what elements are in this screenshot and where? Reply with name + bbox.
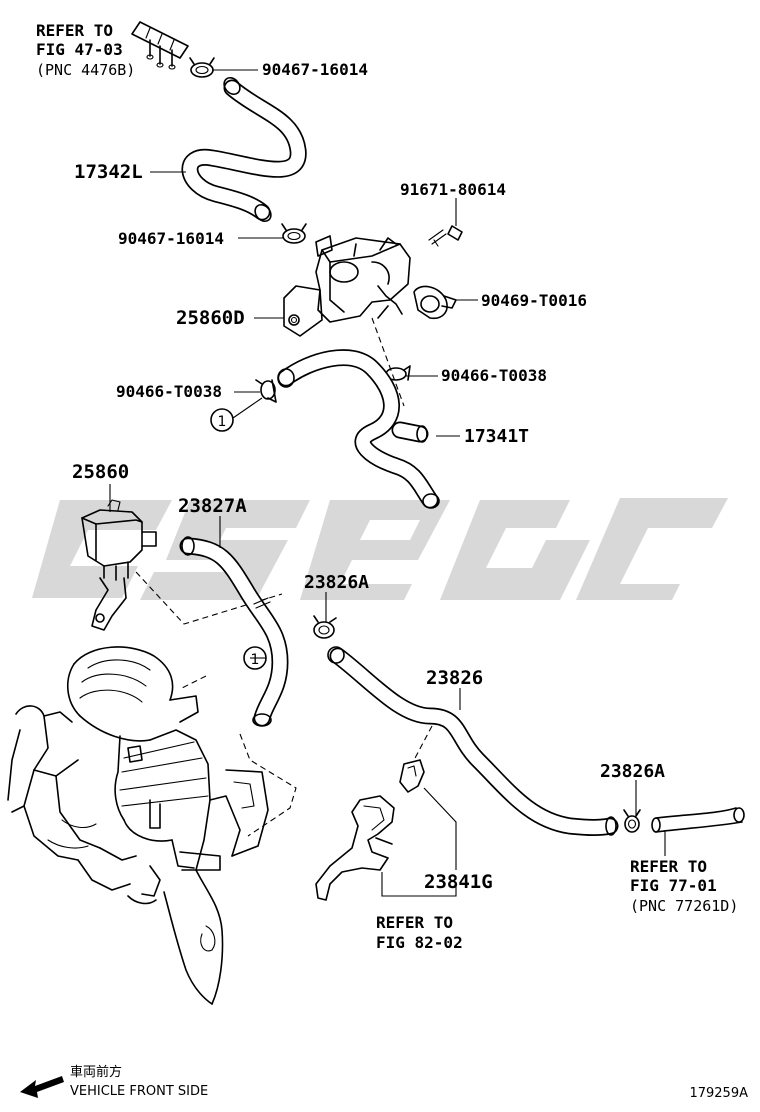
bracket-23841G <box>315 759 425 901</box>
illustration-number: 179259A <box>689 1086 748 1101</box>
clamp-90467-mid <box>281 223 307 244</box>
ref-47-line3: (PNC 4476B) <box>36 61 135 79</box>
vsv-25860D <box>283 235 411 337</box>
bolt-91671 <box>428 225 463 247</box>
label-clamp-top: 90467-16014 <box>262 60 368 79</box>
hose-17341T <box>277 349 440 509</box>
clamp-23826A-lower <box>623 809 641 833</box>
direction-jp: 車両前方 <box>70 1064 122 1080</box>
hose-23826 <box>327 646 619 836</box>
callout-number: 1 <box>251 652 260 668</box>
arrow-left-down-icon <box>20 1076 64 1098</box>
ref-77-line3: (PNC 77261D) <box>630 897 738 915</box>
ref-77-line1: REFER TO <box>630 857 707 876</box>
label-clip-left: 90466-T0038 <box>116 382 222 401</box>
callout-number: 1 <box>218 414 227 430</box>
label-bracket-23841G: 23841G <box>424 871 493 893</box>
label-clamp-mid: 90467-16014 <box>118 229 224 248</box>
top-connector <box>131 21 189 70</box>
label-clamp-a-upper: 23826A <box>304 572 369 593</box>
footer: 車両前方 VEHICLE FRONT SIDE 179259A <box>20 1064 748 1101</box>
clamp-90467-top <box>189 57 215 78</box>
watermark <box>32 498 728 600</box>
label-hose-23827A: 23827A <box>178 495 247 517</box>
ref-82-line2: FIG 82-02 <box>376 933 463 952</box>
label-bolt: 91671-80614 <box>400 180 506 199</box>
hose-23827A <box>179 536 289 727</box>
part-labels: REFER TO FIG 47-03 (PNC 4476B) 90467-160… <box>36 21 738 952</box>
callout-circle-lower: 1 <box>243 646 267 670</box>
label-vsv-25860: 25860 <box>72 461 129 483</box>
ref-47-line1: REFER TO <box>36 21 113 40</box>
hose-right-ref <box>651 807 745 833</box>
clamp-90469 <box>413 285 457 320</box>
label-hose-17342L: 17342L <box>74 161 143 183</box>
clip-90466-left <box>255 379 277 403</box>
ref-77-line2: FIG 77-01 <box>630 876 717 895</box>
label-vsv-25860D: 25860D <box>176 307 245 329</box>
label-clamp-a-lower: 23826A <box>600 761 665 782</box>
label-clamp-right: 90469-T0016 <box>481 291 587 310</box>
leader-lines <box>109 69 666 897</box>
hose-17342L <box>181 76 307 223</box>
engine-linework <box>7 646 269 1005</box>
ref-82-line1: REFER TO <box>376 913 453 932</box>
direction-en: VEHICLE FRONT SIDE <box>70 1084 208 1099</box>
clamp-23826A-upper <box>313 615 337 639</box>
callout-circle-upper: 1 <box>210 408 234 432</box>
label-clip-right: 90466-T0038 <box>441 366 547 385</box>
label-hose-17341T: 17341T <box>464 426 529 447</box>
label-hose-23826: 23826 <box>426 667 483 689</box>
ref-47-line2: FIG 47-03 <box>36 40 123 59</box>
